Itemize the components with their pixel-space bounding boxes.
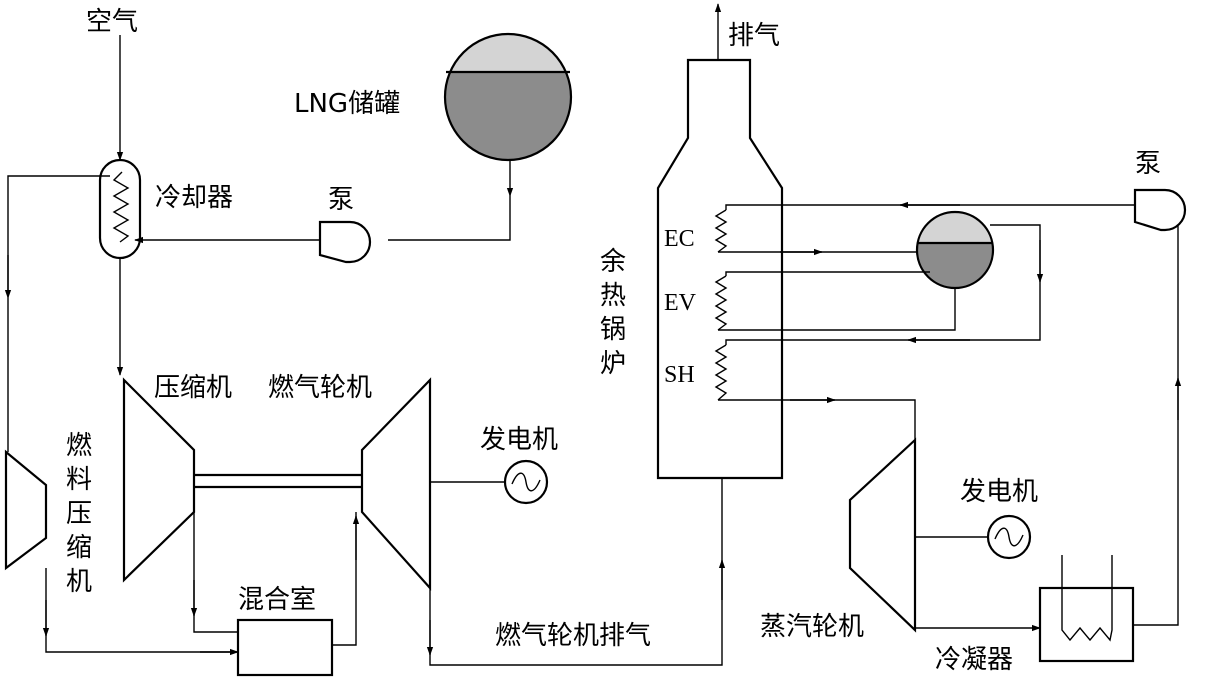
- mixing-chamber-label: 混合室: [238, 585, 316, 615]
- stack-exhaust-label: 排气: [728, 21, 780, 51]
- water-pump-icon: [1133, 188, 1187, 232]
- steam-turbine-icon: [848, 437, 917, 633]
- condenser-coil-icon: [1061, 555, 1113, 642]
- fuel-compressor-icon: [4, 449, 48, 571]
- lng-tank-liquid: [445, 72, 571, 160]
- water-pump-label: 泵: [1135, 149, 1161, 179]
- fuel-compressor-label-5: 机: [66, 567, 92, 597]
- compressor-label: 压缩机: [154, 373, 232, 403]
- lng-tank-shell: [443, 32, 573, 162]
- hrsg-label-2: 热: [600, 281, 626, 311]
- sh-coil-icon: [714, 344, 728, 401]
- ev-coil-icon: [714, 275, 728, 331]
- cooler-coil-icon: [112, 171, 130, 243]
- fuel-compressor-label-3: 压: [66, 499, 92, 529]
- hrsg-label-1: 余: [600, 247, 626, 277]
- feedwater-line: [725, 204, 1135, 210]
- steam-drum-vapor: [917, 212, 993, 243]
- gas-turbine-icon: [360, 377, 432, 591]
- fuel-compressor-outlet-line: [45, 568, 238, 653]
- st-generator-sine-icon: [994, 527, 1024, 547]
- ev-label: EV: [664, 290, 697, 316]
- mix-to-turbine-line: [332, 512, 357, 646]
- drum-to-sh-line: [725, 224, 1041, 345]
- condensate-line: [1133, 225, 1179, 626]
- gt-exhaust-label: 燃气轮机排气: [495, 621, 651, 651]
- air-label: 空气: [86, 7, 138, 37]
- fuel-compressor-label-1: 燃: [66, 431, 92, 461]
- sh-label: SH: [664, 362, 695, 388]
- air-compressor-icon: [122, 377, 196, 583]
- sh-to-turbine-line: [718, 399, 916, 440]
- ec-coil-icon: [714, 209, 728, 253]
- condenser-box: [1038, 586, 1135, 663]
- lng-pump-label: 泵: [328, 185, 354, 215]
- lng-tank: [443, 32, 573, 162]
- fuel-compressor-label-2: 料: [66, 465, 92, 495]
- mixing-chamber: [236, 618, 334, 677]
- gt-generator-label: 发电机: [480, 425, 558, 455]
- lng-tank-vapor: [445, 34, 571, 72]
- steam-turbine-label: 蒸汽轮机: [760, 612, 864, 642]
- drum-to-ev-line: [725, 271, 930, 276]
- condenser-label: 冷凝器: [935, 645, 1013, 675]
- ec-label: EC: [664, 226, 695, 252]
- gt-generator-sine-icon: [511, 472, 541, 492]
- hrsg-label-3: 锅: [600, 315, 626, 345]
- fuel-gas-line: [7, 175, 110, 295]
- lng-pump-icon: [318, 220, 372, 264]
- st-generator-label: 发电机: [960, 477, 1038, 507]
- cooler-label: 冷却器: [155, 183, 233, 213]
- hrsg-label-4: 炉: [600, 349, 626, 379]
- hrsg-body: [656, 58, 784, 480]
- lng-tank-label: LNG储罐: [294, 89, 400, 119]
- ev-to-drum-line: [718, 288, 956, 331]
- lng-to-pump-line: [388, 196, 511, 241]
- fuel-compressor-label-4: 缩: [66, 533, 92, 563]
- gas-turbine-label: 燃气轮机: [268, 373, 372, 403]
- compressor-outlet-line: [193, 512, 238, 633]
